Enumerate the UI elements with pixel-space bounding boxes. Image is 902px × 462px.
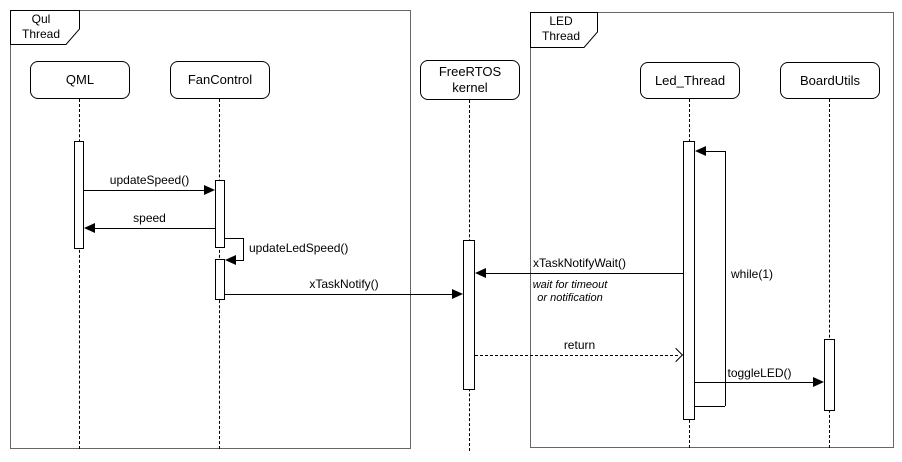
while-loop-label: while(1) — [731, 267, 774, 281]
message-updateledspeed-line-side — [243, 238, 244, 260]
participant-freertos-kernel: FreeRTOS kernel — [420, 60, 520, 100]
participant-label: BoardUtils — [800, 72, 860, 88]
frame-label-pentagon — [530, 12, 598, 48]
activation-freertos-kernel — [463, 240, 475, 390]
participant-led-thread: Led_Thread — [640, 62, 740, 99]
message-xtasknotifywait-line — [486, 273, 684, 274]
frame-qul-thread — [10, 10, 411, 449]
while-loop-line-side — [725, 151, 726, 406]
message-updateledspeed-line-bottom — [234, 260, 244, 261]
while-loop-line-top — [706, 151, 725, 152]
arrowhead-icon — [475, 268, 486, 278]
message-return-label: return — [563, 338, 596, 352]
wait-note-line2: or notification — [537, 292, 603, 304]
message-xtasknotify-label: xTaskNotify() — [309, 277, 379, 291]
frame-label-led-thread: LED Thread — [530, 12, 598, 48]
message-updatespeed-label: updateSpeed() — [109, 173, 190, 187]
message-toggleled-line — [695, 382, 814, 383]
arrowhead-icon — [813, 377, 824, 387]
frame-label-pentagon — [10, 10, 80, 45]
wait-note-line1: wait for timeout — [532, 279, 608, 291]
frame-label-line2: Thread — [541, 29, 581, 43]
frame-label-qul-thread: Qul Thread — [10, 10, 80, 45]
message-updateledspeed-label: updateLedSpeed() — [249, 241, 349, 255]
activation-fancontrol-2 — [215, 259, 225, 300]
message-speed-line — [95, 228, 215, 229]
frame-label-text: LED Thread — [530, 14, 592, 44]
arrowhead-icon — [452, 289, 463, 299]
activation-led-thread — [683, 141, 695, 420]
participant-label: FanControl — [187, 72, 253, 87]
arrowhead-icon — [204, 185, 215, 195]
participant-label: QML — [65, 72, 95, 87]
participant-label: Led_Thread — [654, 72, 726, 88]
while-loop-line-bottom — [695, 406, 725, 407]
message-updatespeed-line — [84, 190, 206, 191]
frame-label-text: Qul Thread — [10, 12, 72, 42]
participant-label-line2: kernel — [452, 80, 488, 95]
participant-boardutils: BoardUtils — [780, 62, 880, 99]
frame-label-line1: Qul — [31, 12, 51, 26]
participant-fancontrol: FanControl — [170, 61, 270, 99]
activation-fancontrol-1 — [215, 180, 225, 248]
message-updateledspeed-line-top — [225, 238, 243, 239]
frame-label-line2: Thread — [21, 27, 61, 41]
arrowhead-icon — [84, 223, 95, 233]
message-return-line — [475, 355, 678, 356]
message-xtasknotifywait-label: xTaskNotifyWait() — [533, 256, 626, 270]
participant-label-line1: FreeRTOS — [438, 64, 502, 79]
arrowhead-icon — [225, 255, 236, 265]
message-xtasknotify-line — [225, 294, 453, 295]
frame-led-thread — [530, 12, 894, 448]
activation-qml — [74, 141, 84, 249]
frame-label-line1: LED — [549, 14, 573, 28]
participant-qml: QML — [30, 61, 130, 99]
activation-boardutils — [824, 339, 835, 411]
lifeline-boardutils — [829, 99, 830, 448]
lifeline-qml — [79, 99, 80, 449]
message-toggleled-label: toggleLED() — [727, 366, 792, 380]
arrowhead-icon — [695, 146, 706, 156]
message-speed-label: speed — [133, 211, 166, 225]
